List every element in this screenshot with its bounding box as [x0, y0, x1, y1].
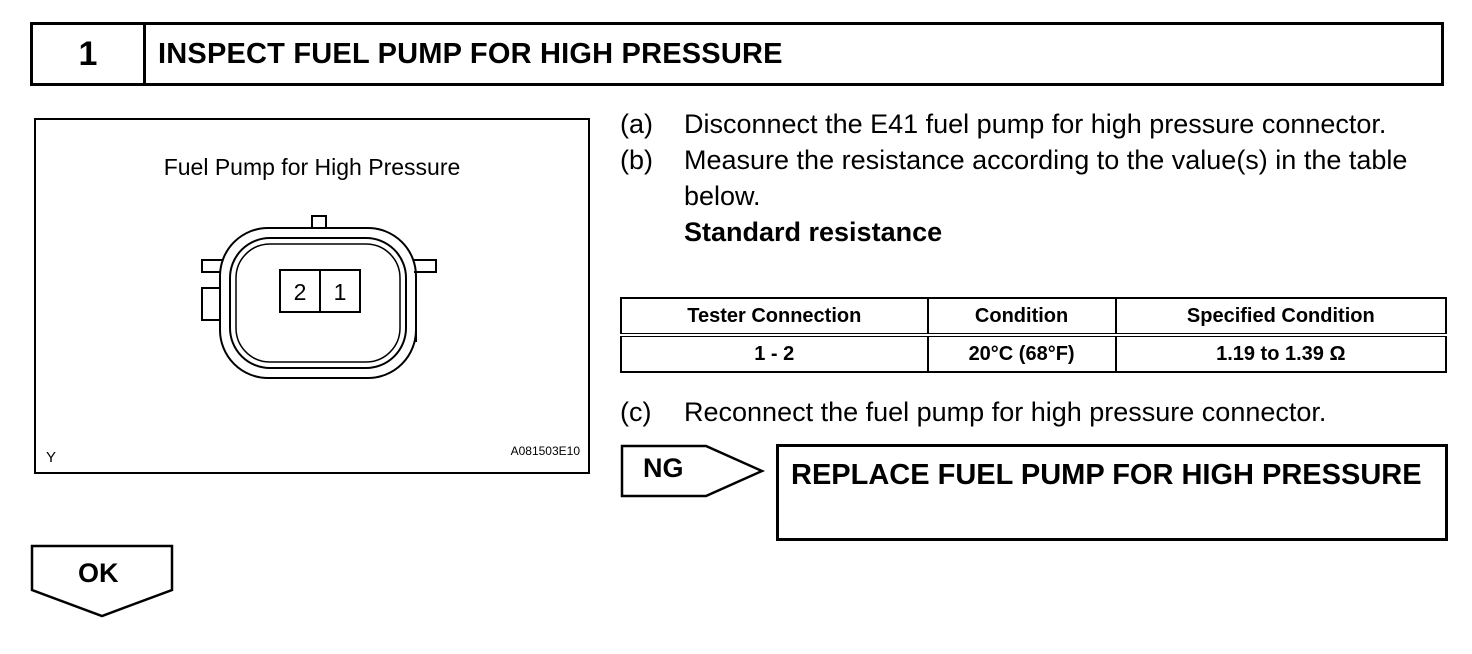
figure-caption: Fuel Pump for High Pressure [163, 154, 461, 180]
figure-view-label: Y [46, 449, 57, 466]
resistance-table: Tester Connection Condition Specified Co… [620, 297, 1448, 373]
table-header-row: Tester Connection Condition Specified Co… [620, 297, 1448, 337]
pin-1-label: 1 [334, 279, 347, 305]
step-title: INSPECT FUEL PUMP FOR HIGH PRESSURE [158, 37, 783, 70]
ok-arrow-icon [30, 544, 174, 618]
connector-diagram: 2 1 [201, 215, 437, 379]
pin-1-cell [319, 269, 361, 313]
cell-specified-condition: 1.19 to 1.39 Ω [1114, 334, 1448, 373]
cell-condition: 20°C (68°F) [926, 334, 1117, 373]
header-specified-condition: Specified Condition [1114, 297, 1448, 337]
header-condition: Condition [926, 297, 1117, 337]
header-tester-connection: Tester Connection [620, 297, 929, 337]
cell-tester-connection: 1 - 2 [620, 334, 929, 373]
instruction-b: (b) Measure the resistance according to … [620, 142, 1450, 214]
instruction-a: (a) Disconnect the E41 fuel pump for hig… [620, 106, 1450, 142]
pin-2-label: 2 [294, 279, 307, 305]
table-row: 1 - 2 20°C (68°F) 1.19 to 1.39 Ω [620, 334, 1448, 373]
pin-2-cell [279, 269, 321, 313]
instruction-b-text: Measure the resistance according to the … [684, 145, 1408, 211]
connector-figure: Fuel Pump for High Pressure 2 1 Y A08150… [34, 118, 590, 474]
instruction-c-text: Reconnect the fuel pump for high pressur… [684, 397, 1327, 427]
instruction-c-letter: (c) [620, 397, 652, 427]
instruction-list: (a) Disconnect the E41 fuel pump for hig… [620, 106, 1450, 250]
standard-resistance-label: Standard resistance [684, 217, 943, 247]
ok-label: OK [78, 558, 119, 588]
ng-action-box: REPLACE FUEL PUMP FOR HIGH PRESSURE [776, 444, 1448, 541]
instruction-a-text: Disconnect the E41 fuel pump for high pr… [684, 109, 1387, 139]
ng-label: NG [643, 453, 684, 483]
figure-id: A081503E10 [510, 444, 580, 458]
ng-arrow-icon [620, 444, 766, 498]
instruction-c: (c) Reconnect the fuel pump for high pre… [620, 394, 1326, 430]
instruction-b-letter: (b) [620, 145, 653, 175]
step-number: 1 [33, 25, 146, 83]
step-header: 1 INSPECT FUEL PUMP FOR HIGH PRESSURE [30, 22, 1444, 86]
instruction-a-letter: (a) [620, 109, 653, 139]
